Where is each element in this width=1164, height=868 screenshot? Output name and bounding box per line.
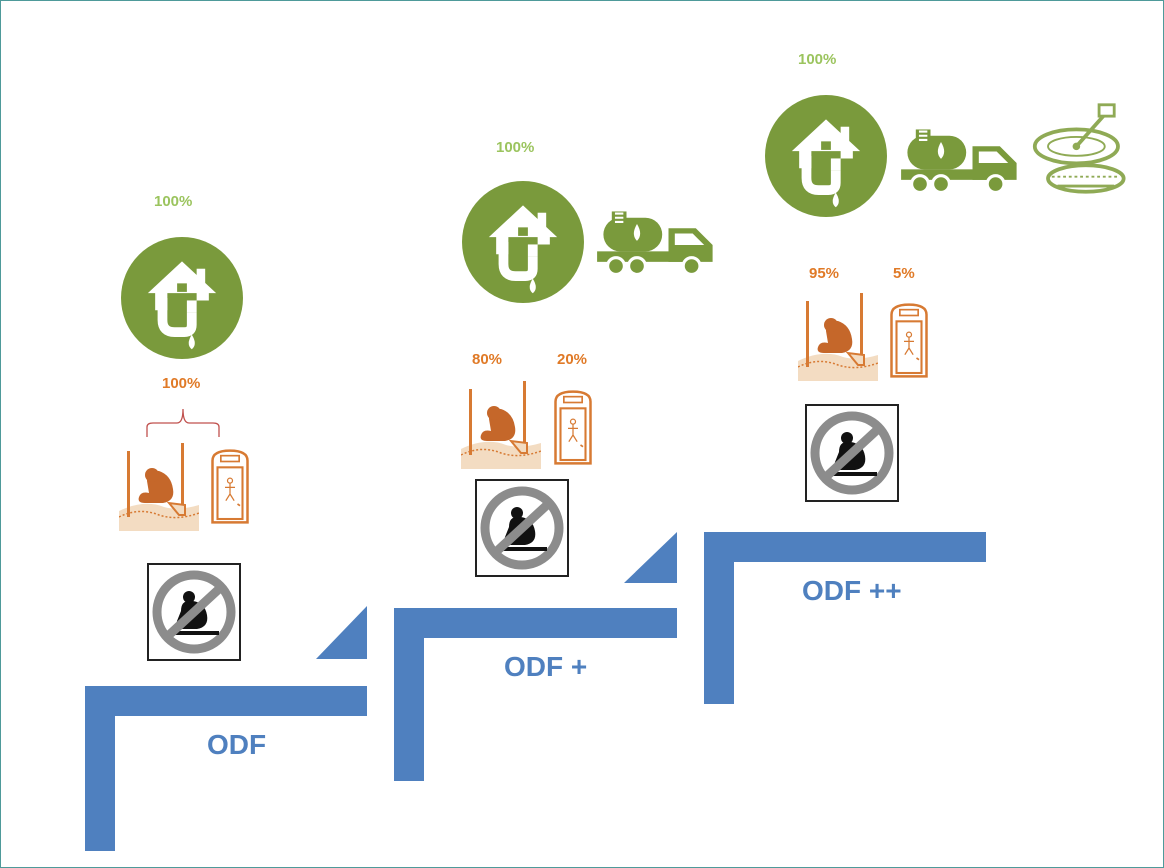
- septic-tanker-truck-icon: [595, 207, 721, 281]
- portable-toilet-icon: [550, 390, 596, 465]
- odf-plus-portable-pct: 20%: [557, 351, 588, 368]
- step-label-odf: ODF: [207, 729, 267, 760]
- house-drain-icon: [121, 237, 243, 359]
- house-drain-icon: [462, 181, 584, 303]
- stair-1: [85, 686, 367, 851]
- latrine-icon: [798, 291, 878, 381]
- treatment-plant-icon: [1031, 101, 1135, 205]
- portable-toilet-icon: [207, 449, 253, 524]
- septic-tanker-truck-icon: [899, 125, 1025, 199]
- odf-toilet-pct: 100%: [162, 375, 201, 392]
- latrine-icon: [461, 379, 541, 469]
- odf-plus-containment-pct: 100%: [496, 139, 535, 156]
- stair-2: [394, 608, 677, 781]
- no-open-defecation-icon: [805, 404, 899, 502]
- no-open-defecation-icon: [147, 563, 241, 661]
- step-label-odf-plus-plus: ODF ++: [802, 575, 902, 606]
- no-open-defecation-icon: [475, 479, 569, 577]
- portable-toilet-icon: [886, 303, 932, 378]
- odf-containment-pct: 100%: [154, 193, 193, 210]
- brace-icon: [146, 408, 220, 437]
- house-drain-icon: [765, 95, 887, 217]
- step-arrow-1: [316, 606, 367, 659]
- stair-3: [704, 532, 986, 704]
- odf-plus-plus-latrine-pct: 95%: [809, 265, 840, 282]
- latrine-icon: [119, 441, 199, 531]
- step-label-odf-plus: ODF +: [504, 651, 588, 682]
- odf-plus-plus-containment-pct: 100%: [798, 51, 837, 68]
- odf-plus-latrine-pct: 80%: [472, 351, 503, 368]
- step-arrow-2: [624, 532, 677, 583]
- odf-plus-plus-portable-pct: 5%: [893, 265, 915, 282]
